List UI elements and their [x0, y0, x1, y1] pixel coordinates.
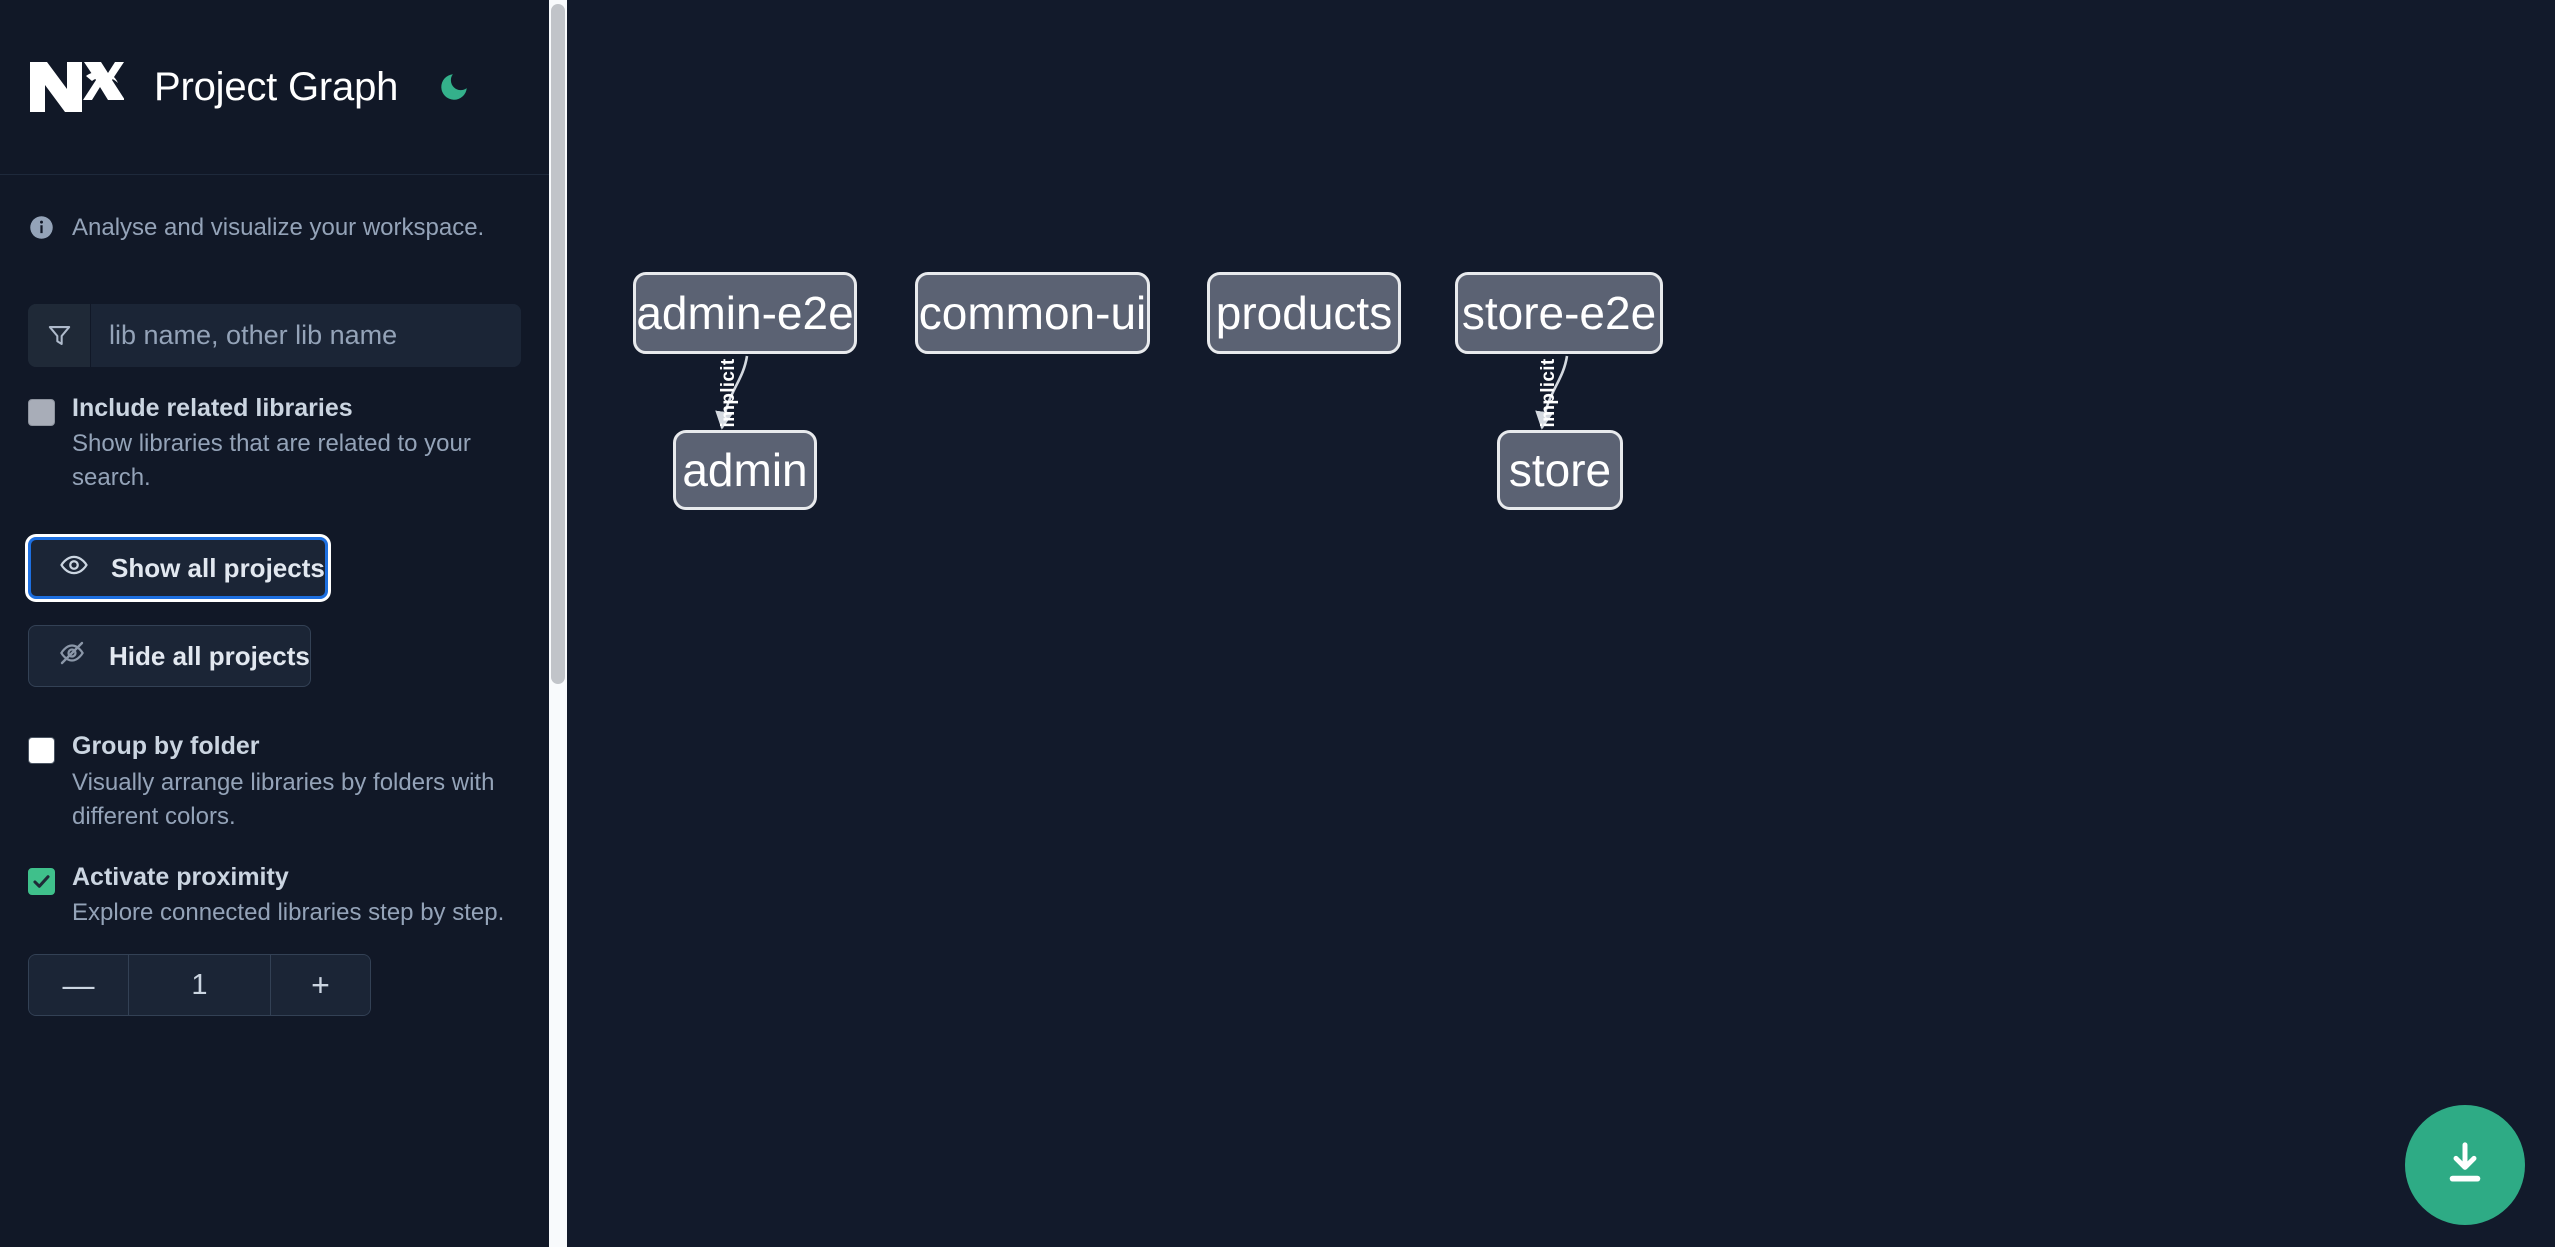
option-activate-proximity[interactable]: Activate proximity Explore connected lib… [0, 862, 549, 930]
graph-node-store-e2e[interactable]: store-e2e [1455, 272, 1663, 354]
filter-icon[interactable] [28, 304, 91, 367]
edge-store-e2e-store [1535, 355, 1569, 430]
show-all-projects-button[interactable]: Show all projects [28, 537, 328, 600]
eye-off-icon [57, 638, 87, 675]
graph-node-products[interactable]: products [1207, 272, 1401, 354]
graph-node-admin-e2e[interactable]: admin-e2e [633, 272, 857, 354]
sidebar: Project Graph Analyse and visualize your… [0, 0, 549, 1247]
hide-all-projects-label: Hide all projects [109, 640, 310, 671]
page-title: Project Graph [154, 64, 399, 109]
search-bar [28, 304, 521, 367]
graph-node-admin[interactable]: admin [673, 430, 817, 510]
include-related-libraries-checkbox[interactable] [28, 399, 55, 426]
graph-canvas[interactable]: admin-e2e admin common-ui products store… [567, 0, 2555, 1247]
tagline-text: Analyse and visualize your workspace. [72, 213, 485, 241]
sidebar-scrollbar-thumb[interactable] [551, 4, 565, 684]
download-button[interactable] [2405, 1105, 2525, 1225]
option-include-related-libraries[interactable]: Include related libraries Show libraries… [0, 393, 549, 495]
edge-admin-e2e-admin [715, 355, 749, 430]
sidebar-tagline: Analyse and visualize your workspace. [0, 175, 549, 280]
stepper-value[interactable]: 1 [191, 968, 208, 1001]
eye-icon [59, 550, 89, 587]
graph-node-store[interactable]: store [1497, 430, 1623, 510]
edge-label-implicit: implicit [718, 358, 739, 428]
search-input[interactable] [91, 304, 521, 367]
sidebar-scrollbar-track[interactable] [549, 0, 567, 1247]
option-description: Visually arrange libraries by folders wi… [72, 768, 495, 830]
option-description: Show libraries that are related to your … [72, 430, 471, 492]
edge-label-implicit: implicit [1538, 358, 1559, 428]
graph-edges [715, 355, 1569, 430]
activate-proximity-checkbox[interactable] [28, 867, 55, 895]
option-title: Activate proximity [72, 862, 289, 891]
proximity-stepper: — 1 + [28, 954, 371, 1017]
info-icon [28, 214, 55, 241]
download-icon [2438, 1137, 2492, 1194]
stepper-decrement-button[interactable]: — [29, 955, 129, 1016]
group-by-folder-checkbox[interactable] [28, 737, 55, 765]
option-group-by-folder[interactable]: Group by folder Visually arrange librari… [0, 731, 549, 833]
option-title: Include related libraries [72, 394, 353, 422]
show-all-projects-label: Show all projects [111, 552, 325, 583]
option-title: Group by folder [72, 732, 260, 761]
sidebar-header: Project Graph [0, 0, 549, 175]
graph-node-common-ui[interactable]: common-ui [915, 272, 1150, 354]
nx-logo-icon [28, 56, 125, 118]
stepper-increment-button[interactable]: + [270, 955, 370, 1016]
hide-all-projects-button[interactable]: Hide all projects [28, 625, 311, 688]
option-description: Explore connected libraries step by step… [72, 899, 505, 927]
moon-icon[interactable] [434, 67, 474, 107]
